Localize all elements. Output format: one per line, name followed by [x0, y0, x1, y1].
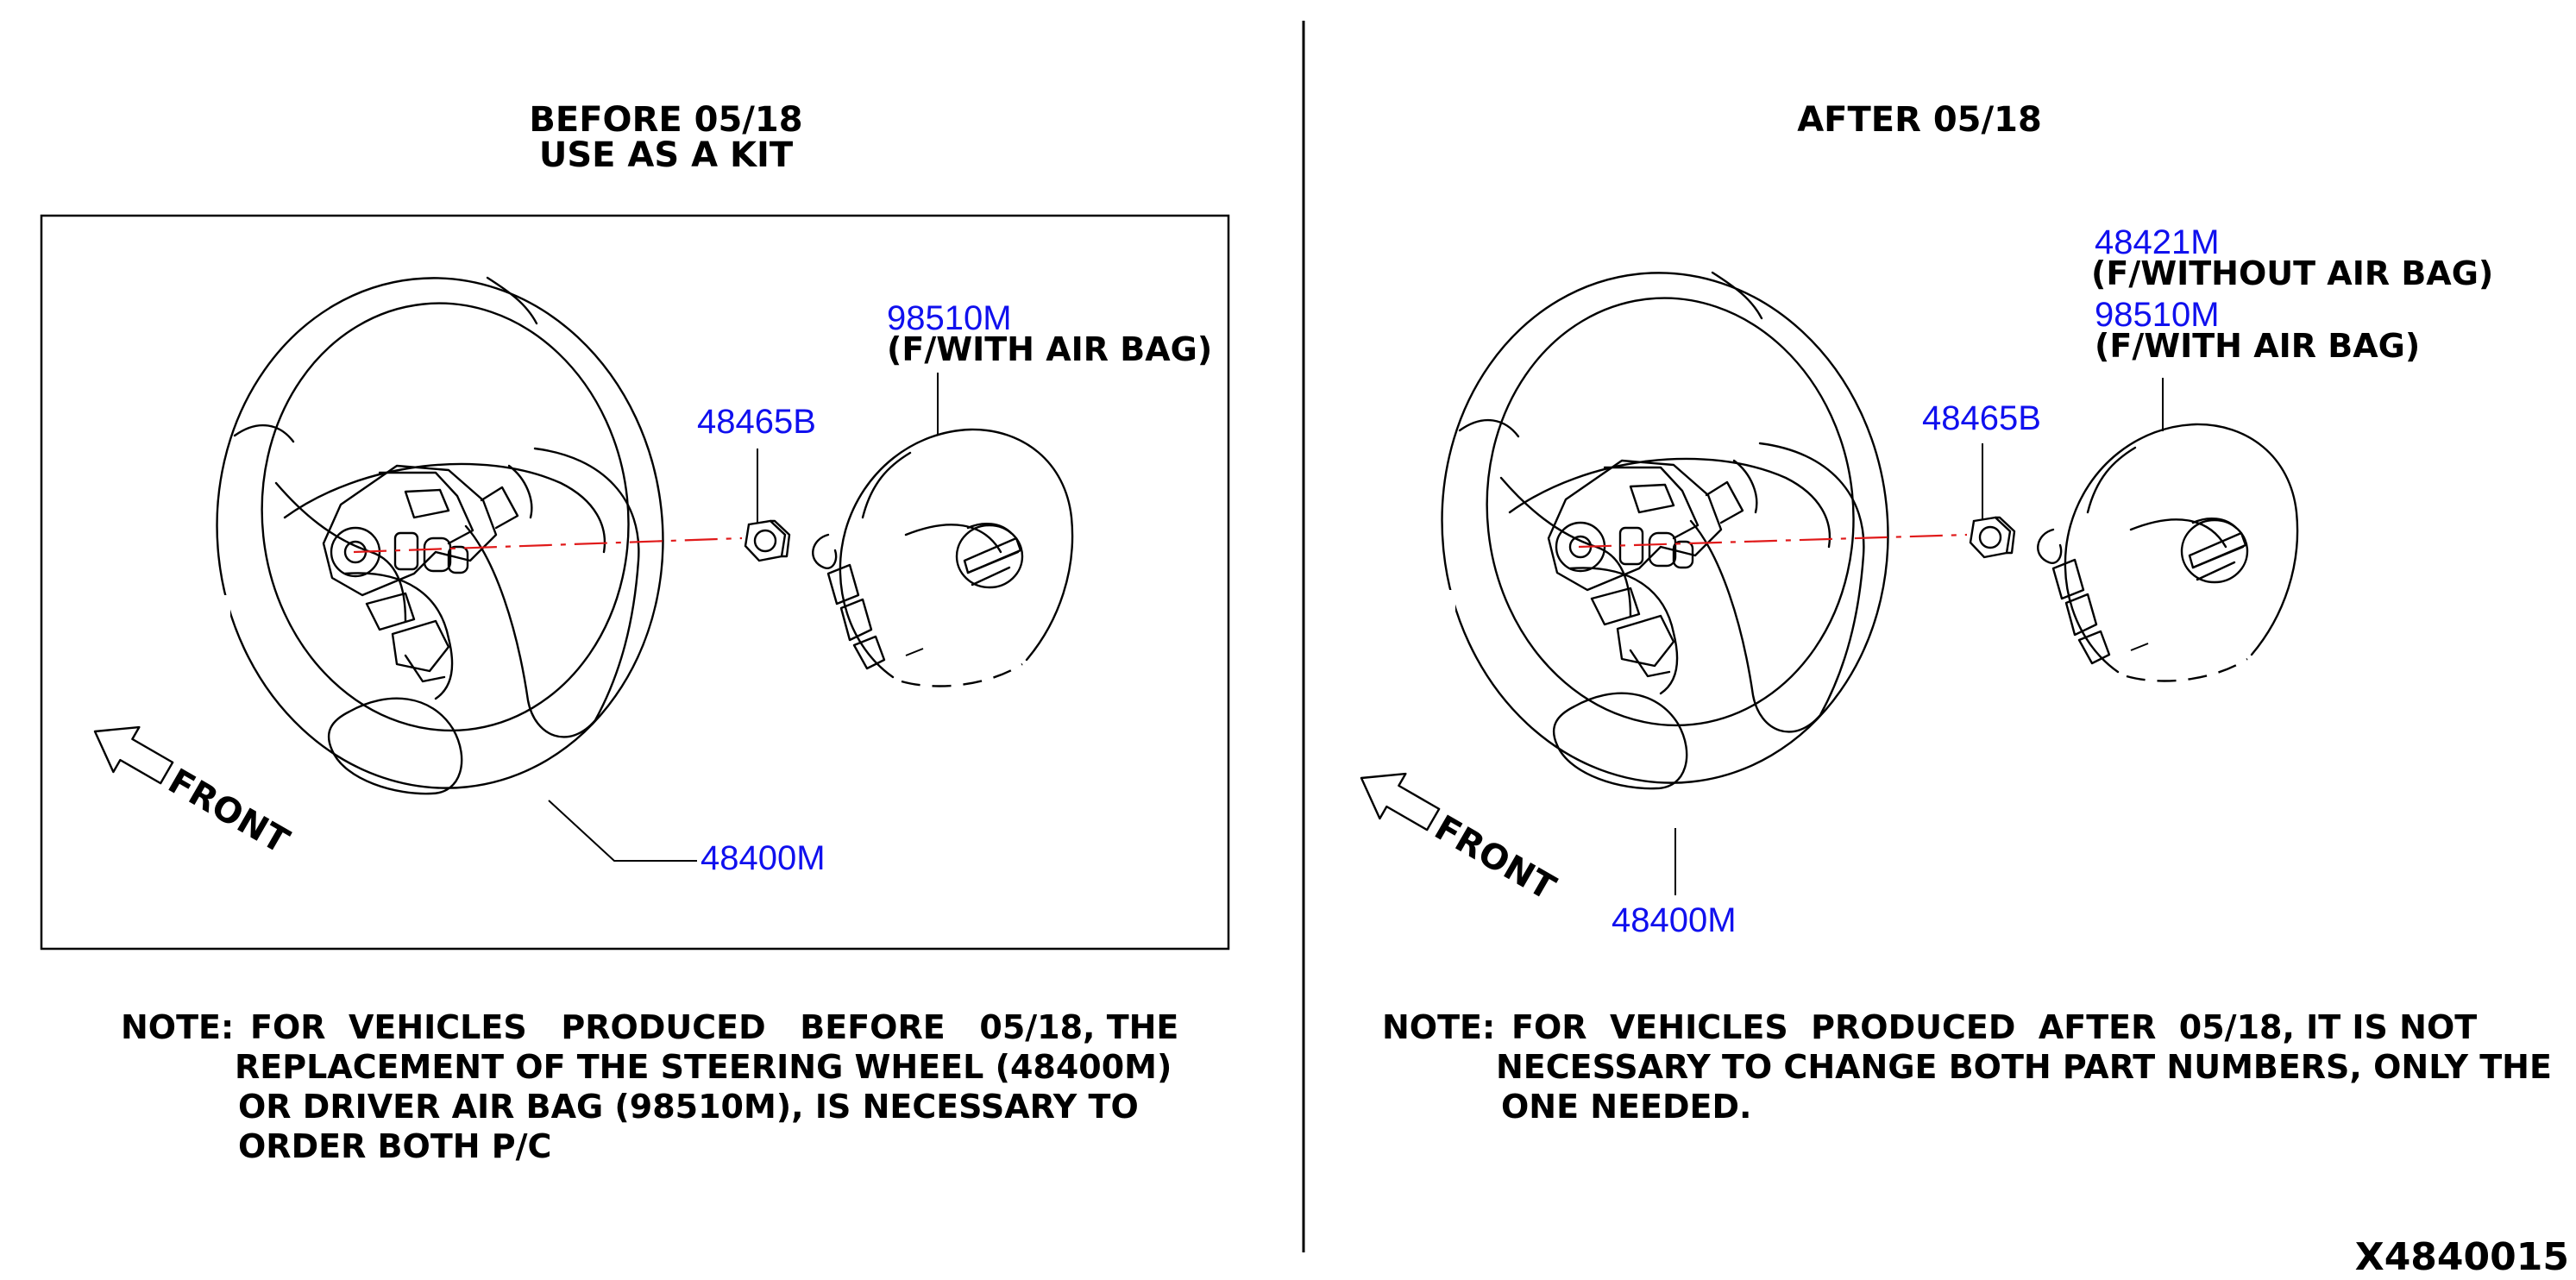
after-airbag-desc: (F/WITH AIR BAG)	[2095, 327, 2420, 365]
before-centerline	[353, 536, 743, 554]
diagram-id: X4840015	[2355, 1235, 2569, 1279]
before-front-label: FRONT	[161, 762, 296, 863]
before-airbag-module	[812, 428, 1074, 687]
before-wheel-leader	[548, 800, 697, 862]
after-title: AFTER 05/18	[1797, 100, 2042, 140]
before-note-line4: ORDER BOTH P/C	[238, 1127, 551, 1165]
before-nut	[744, 519, 791, 562]
after-centerline	[1578, 533, 1968, 549]
before-note-prefix: NOTE:	[121, 1008, 234, 1046]
before-note: NOTE: FOR VEHICLES PRODUCED BEFORE 05/18…	[121, 1008, 1178, 1165]
after-nut-number: 48465B	[1922, 399, 2041, 437]
before-front-arrow: FRONT	[93, 725, 296, 863]
before-title-line1: BEFORE 05/18	[529, 100, 802, 140]
after-pad-desc: (F/WITHOUT AIR BAG)	[2091, 254, 2493, 292]
after-note-line1: FOR VEHICLES PRODUCED AFTER 05/18, IT IS…	[1511, 1008, 2477, 1046]
before-airbag-number: 98510M	[887, 299, 1012, 337]
before-title-line2: USE AS A KIT	[539, 135, 794, 175]
before-wheel-number: 48400M	[701, 839, 826, 877]
after-note-line3: ONE NEEDED.	[1501, 1088, 1752, 1126]
after-wheel-number: 48400M	[1612, 901, 1737, 939]
after-note: NOTE: FOR VEHICLES PRODUCED AFTER 05/18,…	[1382, 1008, 2552, 1126]
after-pad-number: 48421M	[2095, 223, 2220, 261]
after-airbag-number: 98510M	[2095, 296, 2220, 334]
after-note-line2: NECESSARY TO CHANGE BOTH PART NUMBERS, O…	[1496, 1048, 2552, 1086]
before-steering-wheel	[216, 276, 669, 795]
after-airbag-module	[2037, 423, 2299, 682]
before-airbag-desc: (F/WITH AIR BAG)	[887, 330, 1212, 368]
after-front-arrow: FRONT	[1360, 772, 1562, 909]
before-note-line2: REPLACEMENT OF THE STEERING WHEEL (48400…	[235, 1048, 1172, 1086]
before-kit-frame	[40, 214, 1230, 951]
after-front-label: FRONT	[1428, 808, 1562, 909]
after-nut	[1969, 516, 2016, 559]
before-nut-number: 48465B	[697, 403, 816, 441]
before-note-line3: OR DRIVER AIR BAG (98510M), IS NECESSARY…	[238, 1088, 1139, 1126]
after-steering-wheel	[1441, 271, 1894, 790]
before-note-line1: FOR VEHICLES PRODUCED BEFORE 05/18, THE	[250, 1008, 1178, 1046]
after-note-prefix: NOTE:	[1382, 1008, 1495, 1046]
